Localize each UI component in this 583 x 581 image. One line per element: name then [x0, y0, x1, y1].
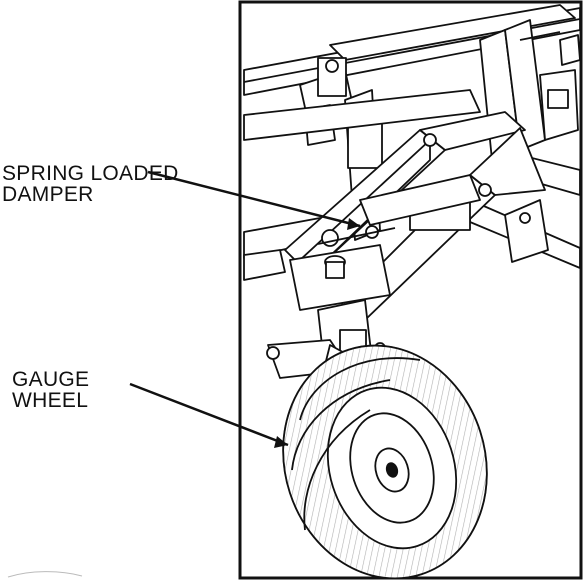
damper-leader-line: [147, 170, 361, 228]
callout-wheel-line2: WHEEL: [12, 389, 89, 412]
top-bracket: [519, 31, 581, 66]
illustration-frame: [238, 0, 583, 580]
callout-wheel-line1: GAUGE: [12, 368, 90, 391]
gauge-wheel: [282, 344, 488, 578]
callout-damper-line2: DAMPER: [2, 183, 94, 206]
wheel-leader-line: [129, 382, 289, 447]
callout-damper-line1: SPRING LOADED: [2, 162, 179, 185]
scan-mark: [7, 571, 83, 578]
callout-gauge-wheel: GAUGE WHEEL: [12, 369, 89, 411]
wheel-leader-arrow: [274, 436, 288, 448]
callout-spring-loaded-damper: SPRING LOADED DAMPER: [2, 163, 179, 205]
damper-leader-arrow: [347, 218, 360, 230]
